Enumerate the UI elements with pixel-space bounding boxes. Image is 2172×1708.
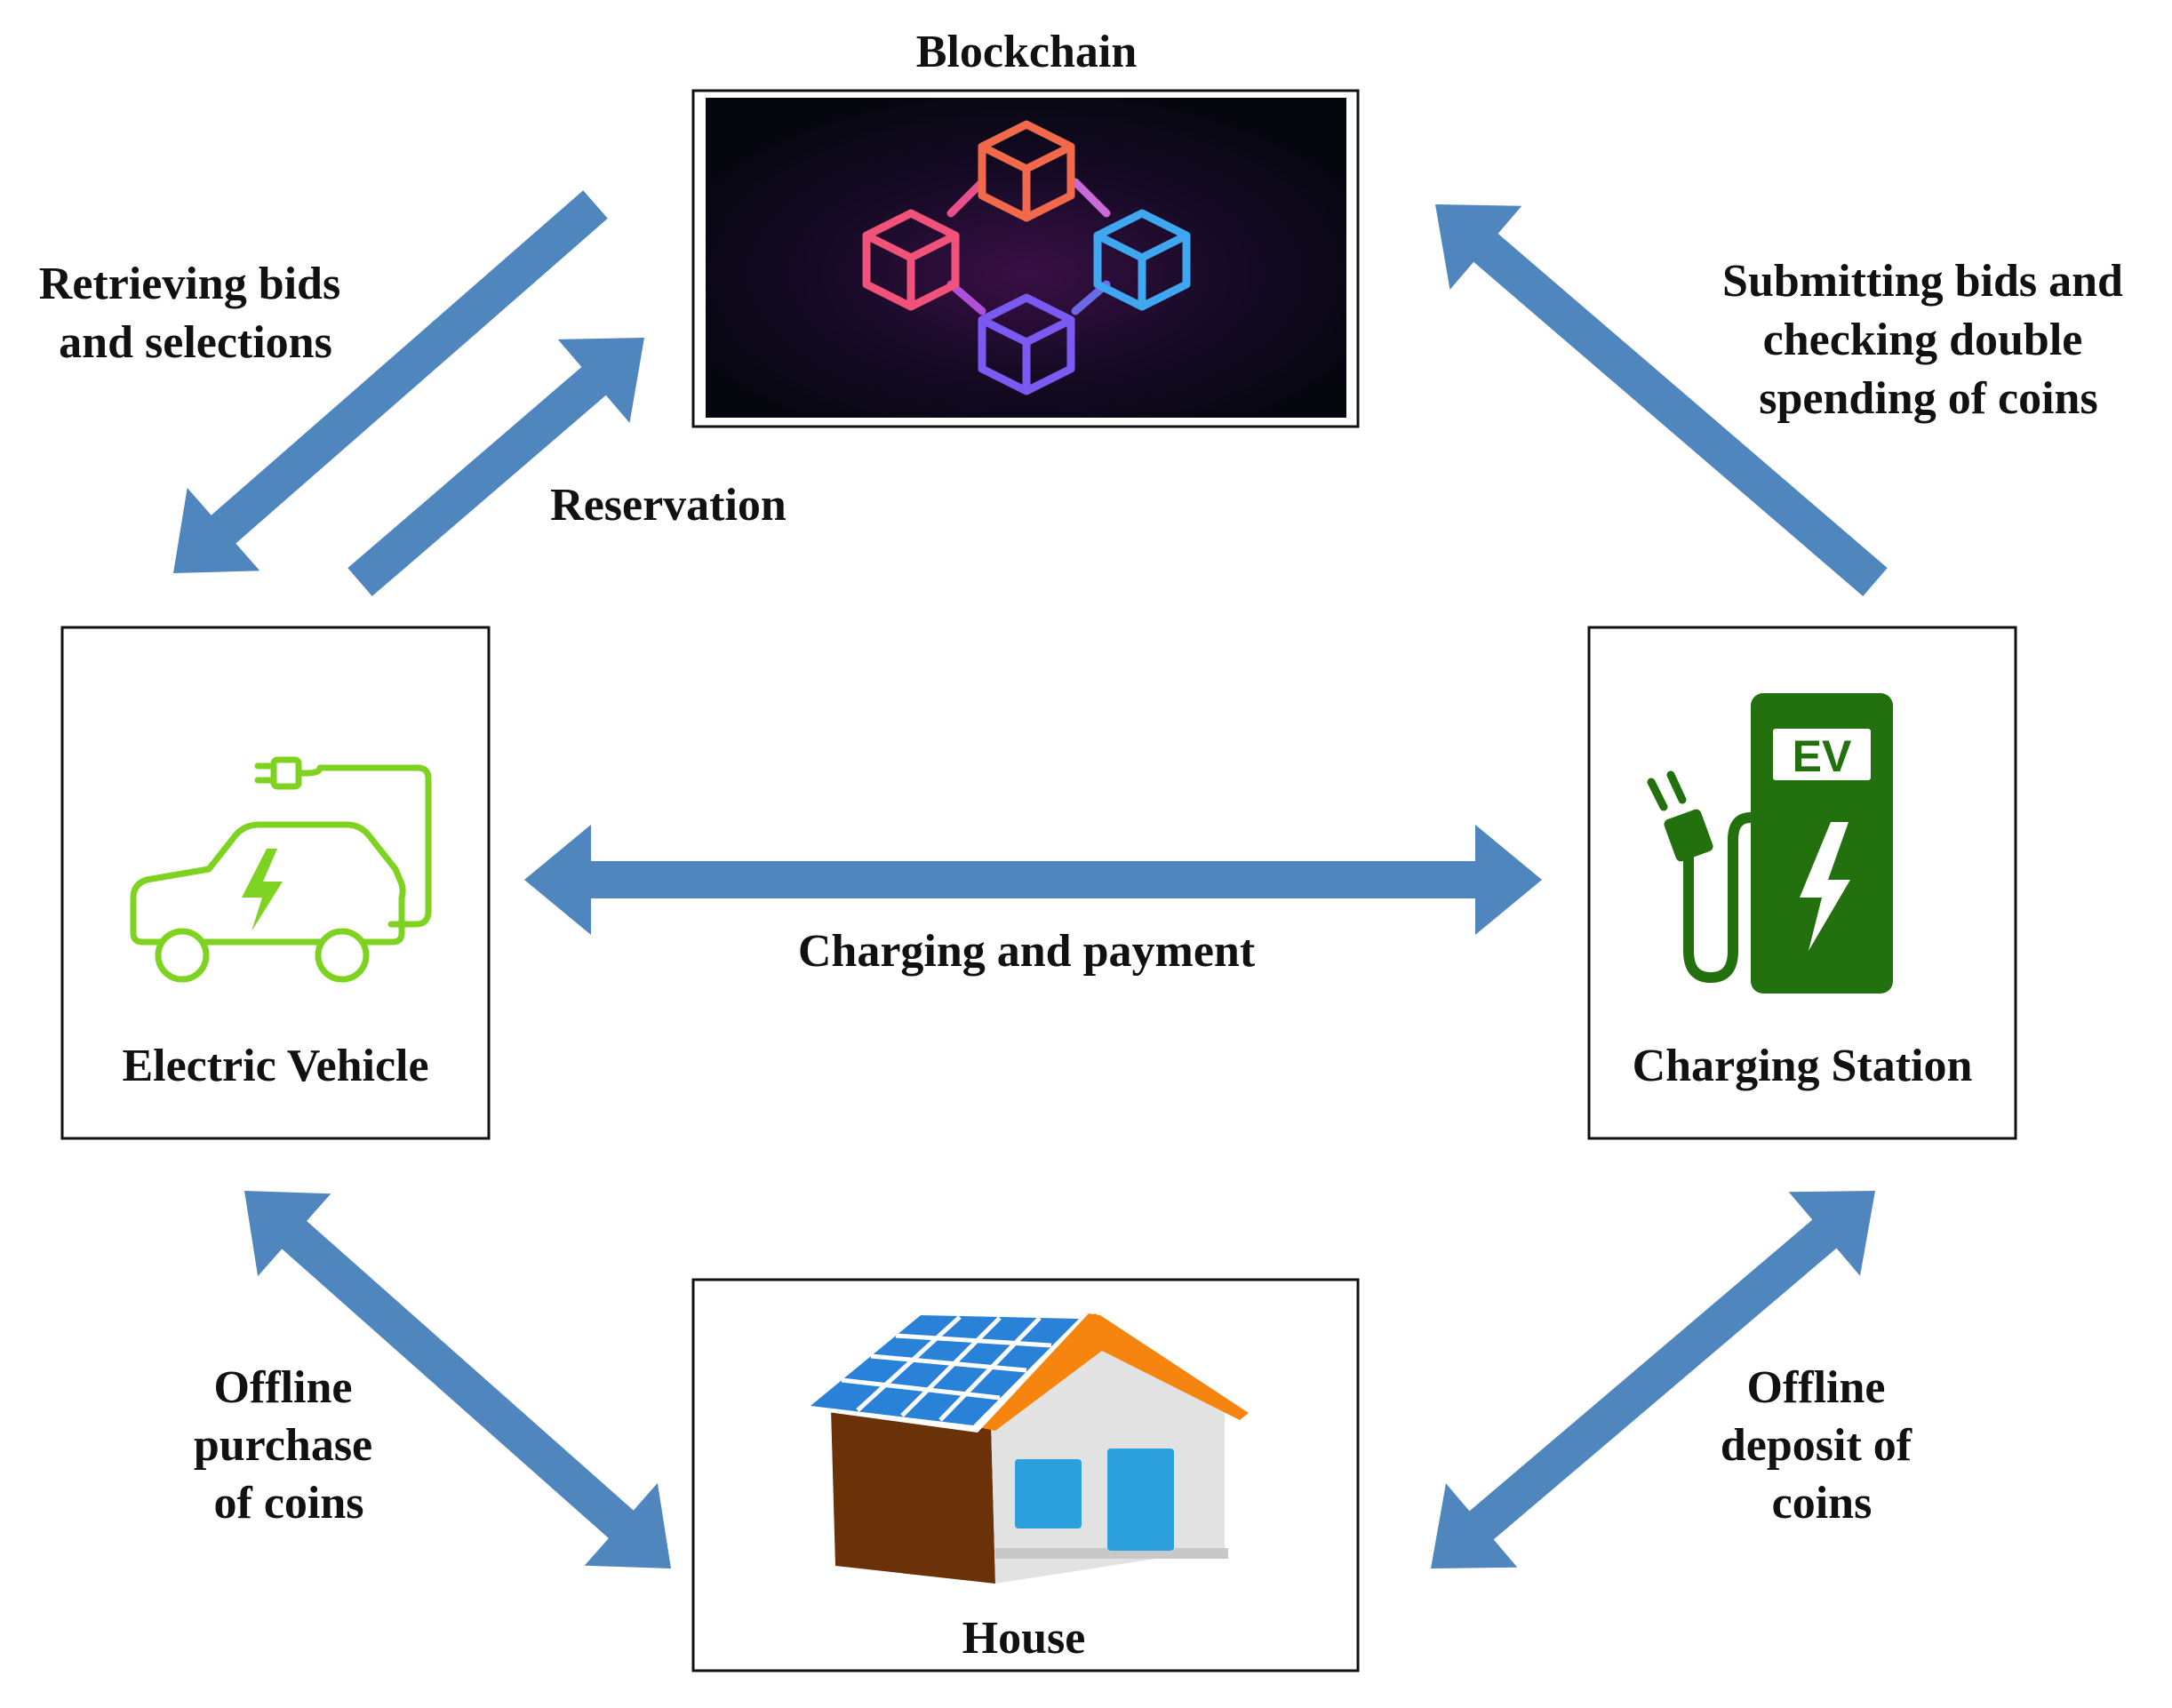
- reservation-label: Reservation: [550, 480, 787, 531]
- arrow-charging-payment: [524, 825, 1542, 935]
- electric-vehicle-label: Electric Vehicle: [122, 1041, 428, 1091]
- blockchain-node: Blockchain: [691, 27, 1360, 428]
- charging-station-label: Charging Station: [1633, 1041, 1973, 1091]
- solar-house-icon: [802, 1311, 1249, 1584]
- arrow-offline-deposit: [1431, 1191, 1875, 1568]
- charging-station-node: EV Charging Station: [1587, 626, 2017, 1140]
- retrieving-bids-label: Retrieving bids and selections: [39, 259, 352, 368]
- blockchain-title: Blockchain: [916, 27, 1138, 77]
- arrow-submitting-bids: [1435, 204, 1888, 596]
- arrow-offline-purchase: [244, 1191, 671, 1568]
- charging-payment-label: Charging and payment: [798, 926, 1256, 977]
- charging-pump-icon: EV: [1647, 693, 1893, 994]
- offline-deposit-label: Offline deposit of coins: [1721, 1362, 1923, 1528]
- ev-sign-text: EV: [1793, 731, 1852, 781]
- offline-purchase-label: Offline purchase of coins: [194, 1362, 384, 1528]
- lightning-bolt-icon: [242, 849, 283, 931]
- submitting-bids-label: Submitting bids and checking double spen…: [1722, 256, 2135, 424]
- arrows: [173, 190, 1888, 1568]
- station-lightning-icon: [1800, 822, 1850, 951]
- blockchain-network-icon: [862, 120, 1191, 395]
- electric-vehicle-node: Electric Vehicle: [60, 626, 491, 1140]
- electric-car-icon: [130, 756, 432, 983]
- arrow-retrieving-bids: [173, 190, 608, 573]
- house-label: House: [962, 1613, 1086, 1664]
- arrow-reservation: [347, 338, 644, 596]
- edge-labels: Retrieving bids and selections Reservati…: [39, 256, 2135, 1528]
- house-node: House: [691, 1278, 1360, 1672]
